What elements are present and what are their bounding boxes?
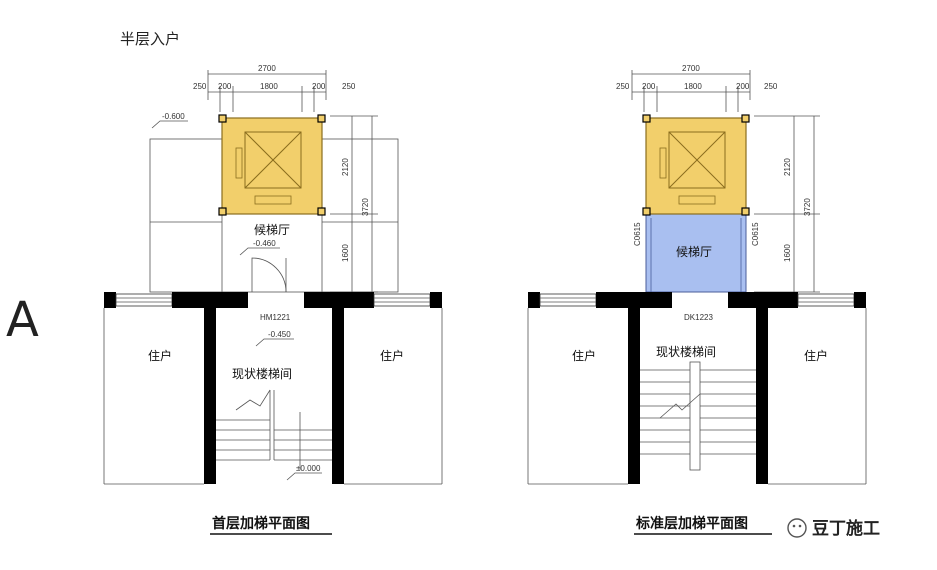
door-code: HM1221 (260, 313, 291, 322)
level-mark: -0.450 (255, 330, 294, 347)
dim-side-3: 1600 (341, 244, 350, 262)
top-dimensions: 2700 250 200 1800 200 250 (193, 64, 356, 112)
watermark-text: 豆丁施工 (812, 518, 880, 539)
svg-text:-0.450: -0.450 (268, 330, 291, 339)
stair-wall-right (756, 308, 768, 484)
window (797, 293, 855, 307)
dim-part-1: 250 (193, 82, 207, 91)
dim-total: 2700 (682, 64, 700, 73)
side-dimensions: 2120 3720 1600 (330, 115, 378, 293)
side-dimensions: 2120 3720 1600 (754, 115, 820, 293)
dim-part-4: 200 (312, 82, 326, 91)
svg-text:-0.600: -0.600 (162, 112, 185, 121)
window (373, 293, 431, 307)
page-heading: 半层入户 (120, 30, 180, 48)
window-code: C0615 (751, 222, 760, 246)
lobby-label: 候梯厅 (676, 245, 712, 259)
stair-wall-left (628, 308, 640, 484)
svg-text:±0.000: ±0.000 (296, 464, 321, 473)
standard-floor-plan: 2700 250 200 1800 200 250 候梯厅 C0615 (527, 64, 867, 535)
window-code: C0615 (633, 222, 642, 246)
dim-side-2: 3720 (803, 198, 812, 216)
unit-left-label: 住户 (572, 348, 596, 363)
window (115, 293, 173, 307)
dim-total: 2700 (258, 64, 276, 73)
stair-treads (216, 389, 332, 470)
door-swing (251, 257, 287, 293)
top-dimensions: 2700 250 200 1800 200 250 (616, 64, 778, 112)
stair-wall-left (204, 308, 216, 484)
elevator-car (244, 131, 302, 189)
stair-wall-right (332, 308, 344, 484)
wechat-icon (787, 518, 807, 538)
unit-left-label: 住户 (148, 348, 172, 363)
elevator-shaft (221, 117, 323, 215)
lobby-area (645, 213, 747, 293)
axis-letter: A (6, 292, 39, 348)
dim-part-5: 250 (342, 82, 356, 91)
dim-part-3: 1800 (260, 82, 278, 91)
dim-part-4: 200 (736, 82, 750, 91)
elevator-car (668, 131, 726, 189)
first-floor-plan: 2700 250 200 1800 200 250 (103, 64, 443, 535)
unit-right-label: 住户 (380, 348, 404, 363)
door-code: DK1223 (684, 313, 713, 322)
dim-part-5: 250 (764, 82, 778, 91)
dim-part-2: 200 (642, 82, 656, 91)
watermark: 豆丁施工 (787, 518, 880, 539)
plan-caption: 首层加梯平面图 (212, 515, 310, 532)
stair-label: 现状楼梯间 (656, 344, 716, 359)
dim-part-3: 1800 (684, 82, 702, 91)
dim-side-1: 2120 (783, 158, 792, 176)
dim-side-2: 3720 (361, 198, 370, 216)
dim-part-1: 250 (616, 82, 630, 91)
level-mark: ±0.000 (286, 464, 322, 481)
lobby-label: 候梯厅 (254, 223, 290, 237)
stair-label: 现状楼梯间 (232, 366, 292, 381)
elevator-shaft (645, 117, 747, 215)
unit-right-label: 住户 (804, 348, 828, 363)
dim-side-1: 2120 (341, 158, 350, 176)
window (539, 293, 597, 307)
dim-side-3: 1600 (783, 244, 792, 262)
dim-part-2: 200 (218, 82, 232, 91)
level-mark: -0.600 (151, 112, 188, 129)
plan-caption: 标准层加梯平面图 (635, 515, 748, 532)
stair-treads (640, 361, 756, 471)
level-mark: -0.460 (239, 239, 280, 256)
svg-text:-0.460: -0.460 (253, 239, 276, 248)
